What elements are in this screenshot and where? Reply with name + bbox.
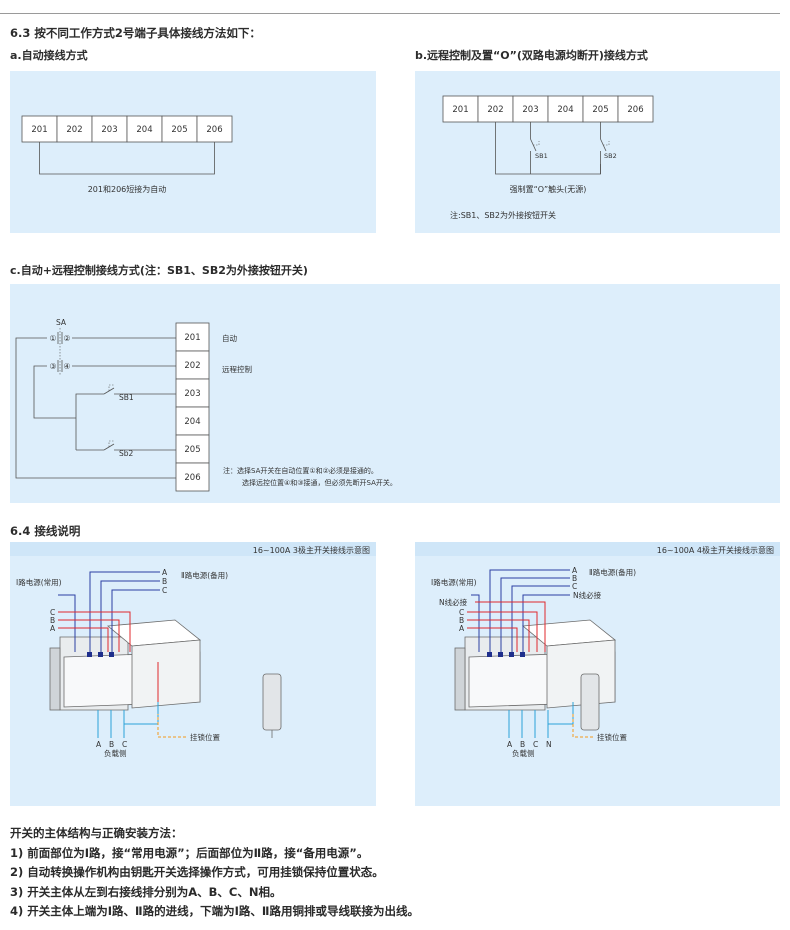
left-bottom-b: B [109,740,114,749]
right-bottom-c: C [533,740,538,749]
left-side-a: A [50,624,56,633]
b-terminal-205: 205 [592,105,608,115]
left-bottom-c: C [122,740,127,749]
panel-b-diagram: 201 202 203 204 205 206 SB1 SB2 强制置“O”触头… [415,71,780,233]
a-terminal-201: 201 [31,125,47,135]
panel-a-diagram: 201 202 203 204 205 206 201和206短接为自动 [10,71,376,233]
left-lock-label: 挂锁位置 [190,732,220,742]
subsection-a-heading: a.自动接线方式 [10,49,88,62]
b-terminal-201: 201 [452,105,468,115]
a-terminal-204: 204 [136,125,152,135]
c-sa-label: SA [56,318,67,327]
right-side-b: B [459,616,464,625]
left-side-b: B [50,616,55,625]
left-top-a: A [162,568,168,577]
b-terminal-203: 203 [522,105,538,115]
b-note: 注:SB1、SB2为外接按钮开关 [450,210,556,220]
b-sb2-label: SB2 [604,152,617,160]
b-terminal-204: 204 [557,105,573,115]
right-bottom-a: A [507,740,513,749]
note-item-1: 1) 前面部位为Ⅰ路，接“常用电源”；后面部位为Ⅱ路，接“备用电源”。 [10,845,369,860]
c-pos-4: ④ [63,362,70,371]
note-item-4: 4) 开关主体上端为Ⅰ路、Ⅱ路的进线，下端为Ⅰ路、Ⅱ路用铜排或导线联接为出线。 [10,904,419,918]
right-bottom-n: N [546,740,552,749]
panel-c-diagram: 201 202 203 204 205 206 自动 远程控制 [10,284,780,503]
right-load-label: 负载侧 [512,748,535,758]
c-terminal-201: 201 [184,333,200,343]
c-sb2-label: Sb2 [119,449,134,458]
c-sb1-label: SB1 [119,393,134,402]
c-terminal-206: 206 [184,473,200,483]
right-top-c: C [572,582,577,591]
caption-bar-4pole [415,542,780,556]
note-item-2: 2) 自动转换操作机构由钥匙开关选择操作方式，可用挂锁保持位置状态。 [10,865,384,879]
left-load-label: 负载侧 [104,748,127,758]
b-force-label: 强制置“O”触头(无源) [510,184,587,194]
b-terminal-202: 202 [487,105,503,115]
right-n-must-left: N线必接 [439,597,468,607]
note-item-3: 3) 开关主体从左到右接线排分别为A、B、C、N相。 [10,884,282,899]
b-sb1-label: SB1 [535,152,548,160]
left-bottom-a: A [96,740,102,749]
c-note-1: 注：选择SA开关在自动位置①和②必须是接通的。 [223,466,378,475]
caption-bar-3pole [10,542,376,556]
a-short-wire [39,142,215,175]
left-side-c: C [50,608,55,617]
a-terminal-202: 202 [66,125,82,135]
notes-title: 开关的主体结构与正确安装方法： [10,826,183,840]
left-top-b: B [162,577,167,586]
right-lock-label: 挂锁位置 [597,732,627,742]
left-top-c: C [162,586,167,595]
caption-4pole: 16~100A 4极主开关接线示意图 [656,546,774,555]
right-side-a: A [459,624,465,633]
top-divider [0,13,780,14]
c-label-auto: 自动 [222,333,237,343]
panel-4pole-wiring: 16~100A 4极主开关接线示意图 A B C N线必接 Ⅱ路电源(备用) Ⅰ… [415,542,780,806]
c-terminal-204: 204 [184,417,200,427]
right-bottom-b: B [520,740,525,749]
panel-3pole-wiring: 16~100A 3极主开关接线示意图 A B C Ⅱ路电源(备用) Ⅰ路电源(常… [10,542,376,806]
subsection-b-heading: b.远程控制及置“O”(双路电源均断开)接线方式 [415,49,648,62]
right-top-a: A [572,566,578,575]
right-src1-label: Ⅰ路电源(常用) [431,577,477,587]
left-src1-label: Ⅰ路电源(常用) [16,577,62,587]
a-terminal-205: 205 [171,125,187,135]
a-note: 201和206短接为自动 [88,184,167,194]
c-pos-2: ② [63,334,70,343]
b-terminal-206: 206 [627,105,643,115]
caption-3pole: 16~100A 3极主开关接线示意图 [252,546,370,555]
c-terminal-205: 205 [184,445,200,455]
installation-notes: 开关的主体结构与正确安装方法： 1) 前面部位为Ⅰ路，接“常用电源”；后面部位为… [10,824,770,922]
right-src2-label: Ⅱ路电源(备用) [589,567,636,577]
c-note-2: 选择远控位置④和③接通，但必须先断开SA开关。 [242,478,397,487]
subsection-c-heading: c.自动+远程控制接线方式(注：SB1、SB2为外接按钮开关) [10,264,308,277]
right-top-b: B [572,574,577,583]
c-pos-3: ③ [49,362,56,371]
c-terminal-203: 203 [184,389,200,399]
a-terminal-206: 206 [206,125,222,135]
c-terminal-202: 202 [184,361,200,371]
right-n-must-top: N线必接 [573,590,602,600]
left-src2-label: Ⅱ路电源(备用) [181,570,228,580]
right-side-c: C [459,608,464,617]
section-6-3-title: 6.3 按不同工作方式2号端子具体接线方法如下： [10,26,261,40]
section-6-4-title: 6.4 接线说明 [10,524,81,538]
c-pos-1: ① [49,334,56,343]
a-terminal-203: 203 [101,125,117,135]
c-label-remote: 远程控制 [222,364,252,374]
